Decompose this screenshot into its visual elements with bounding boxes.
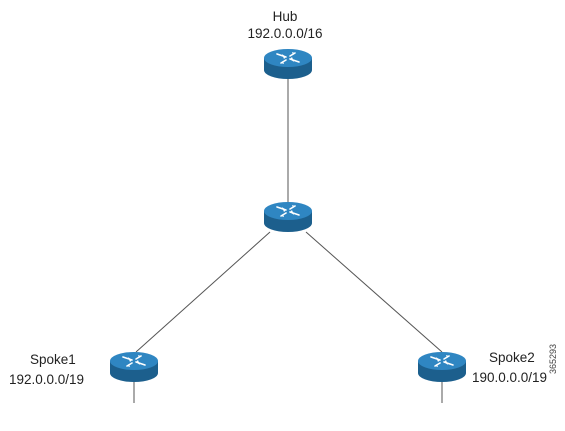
links	[133, 72, 443, 403]
spoke2-router-icon	[417, 351, 467, 383]
spoke1-label: Spoke1	[30, 352, 76, 367]
spoke1-network: 192.0.0.0/19	[9, 372, 85, 387]
link-core-spoke2	[305, 231, 443, 353]
figure-id: 365293	[548, 343, 558, 374]
hub-router-icon	[263, 48, 313, 80]
spoke1-router-icon	[109, 351, 159, 383]
hub-network: 192.0.0.0/16	[247, 26, 323, 41]
core-router-icon	[263, 201, 313, 233]
spoke2-network: 190.0.0.0/19	[472, 370, 548, 385]
spoke2-label: Spoke2	[489, 350, 535, 365]
hub-label: Hub	[272, 9, 298, 24]
link-core-spoke1	[135, 231, 271, 353]
